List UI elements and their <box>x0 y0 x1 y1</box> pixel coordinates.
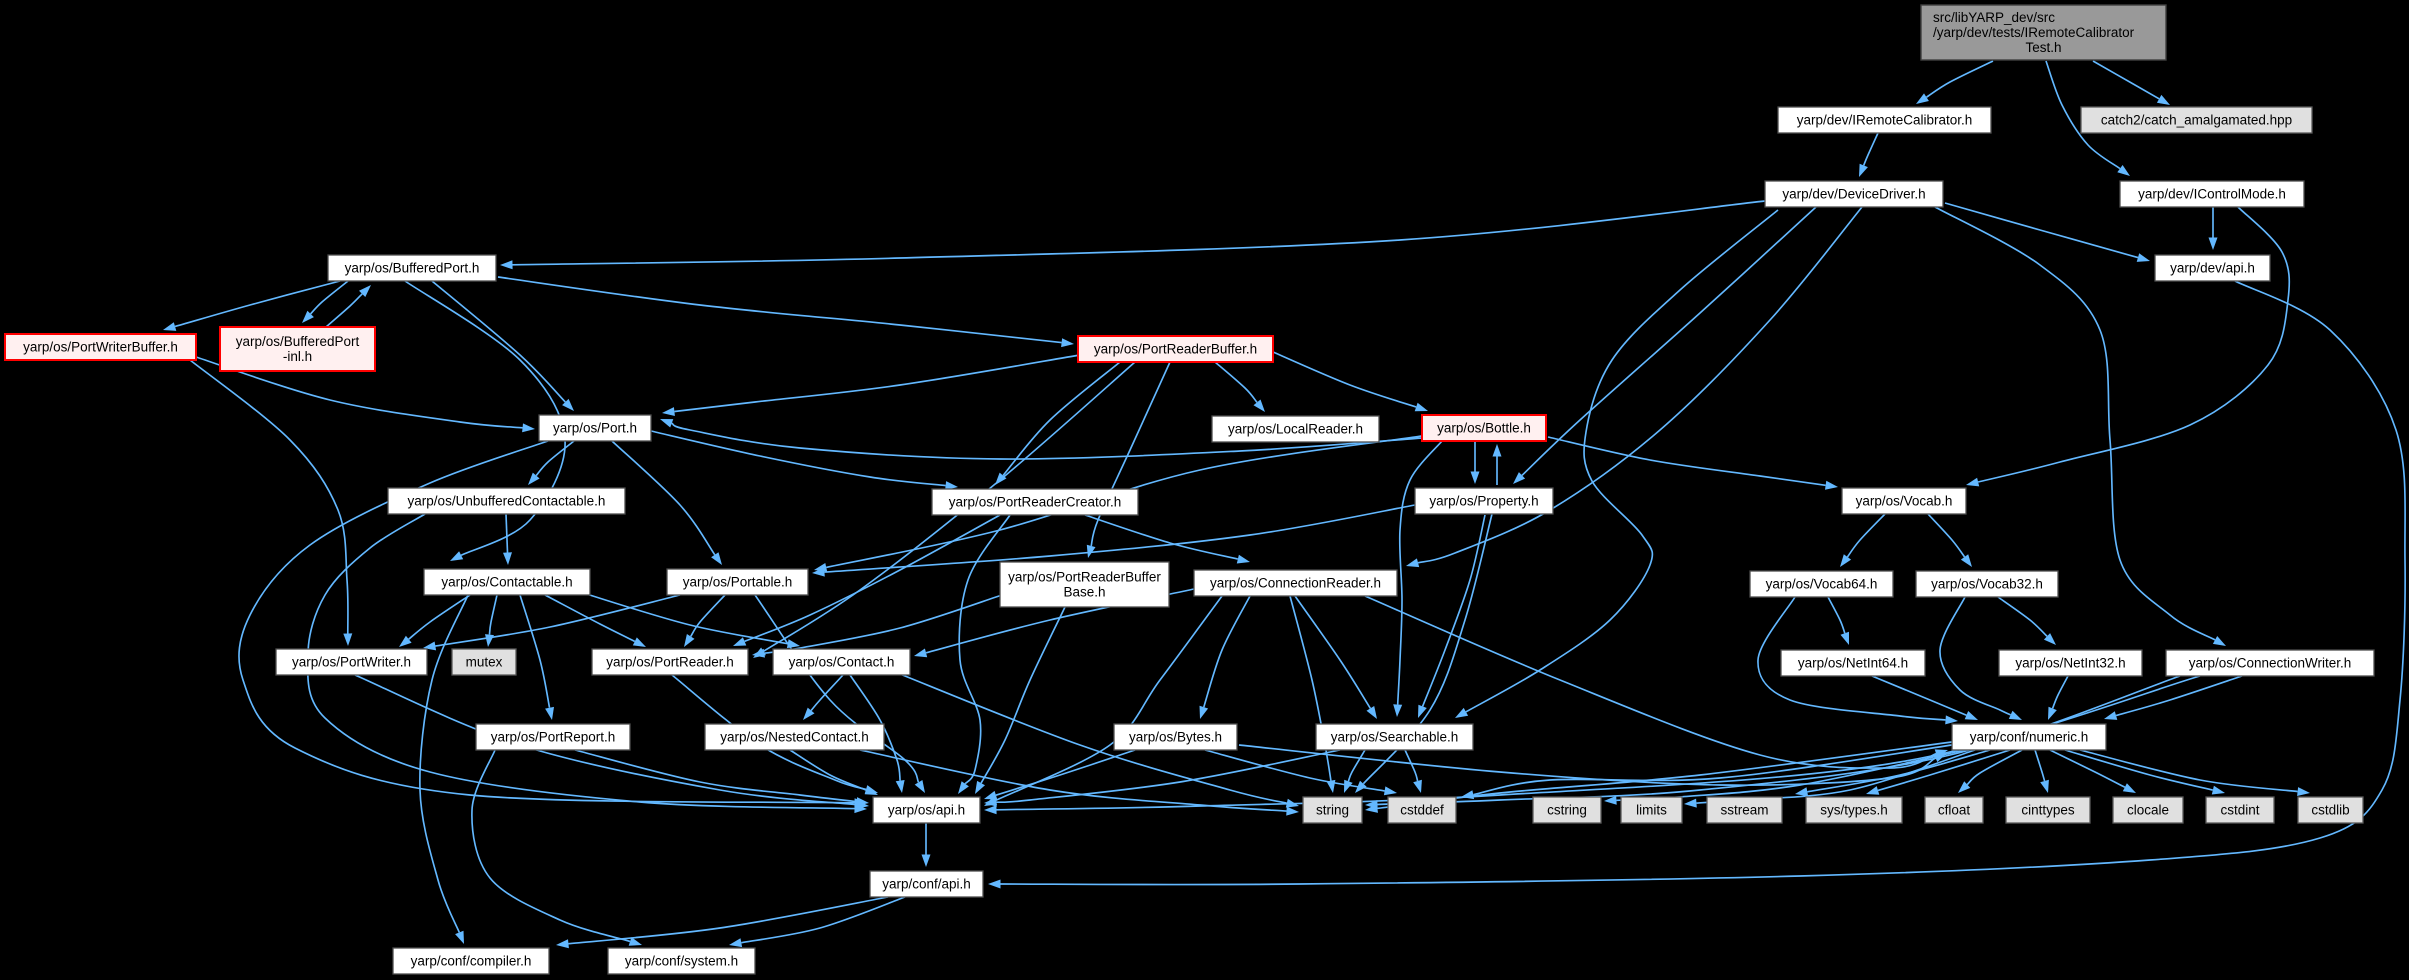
svg-text:yarp/os/NestedContact.h: yarp/os/NestedContact.h <box>720 730 869 745</box>
svg-text:yarp/dev/IRemoteCalibrator.h: yarp/dev/IRemoteCalibrator.h <box>1797 113 1973 128</box>
svg-text:yarp/dev/DeviceDriver.h: yarp/dev/DeviceDriver.h <box>1782 187 1925 202</box>
svg-text:yarp/os/PortWriterBuffer.h: yarp/os/PortWriterBuffer.h <box>23 340 178 355</box>
svg-text:yarp/dev/api.h: yarp/dev/api.h <box>2170 261 2255 276</box>
svg-text:yarp/os/Port.h: yarp/os/Port.h <box>553 421 637 436</box>
svg-text:yarp/os/UnbufferedContactable.: yarp/os/UnbufferedContactable.h <box>408 494 606 509</box>
svg-text:yarp/os/ConnectionWriter.h: yarp/os/ConnectionWriter.h <box>2189 656 2352 671</box>
svg-text:-inl.h: -inl.h <box>283 349 312 364</box>
svg-text:yarp/os/PortWriter.h: yarp/os/PortWriter.h <box>292 655 411 670</box>
svg-text:yarp/os/PortReaderBuffer: yarp/os/PortReaderBuffer <box>1008 570 1161 585</box>
svg-text:mutex: mutex <box>466 655 503 670</box>
svg-text:cinttypes: cinttypes <box>2021 803 2075 818</box>
svg-text:yarp/os/LocalReader.h: yarp/os/LocalReader.h <box>1228 422 1363 437</box>
svg-text:yarp/dev/IControlMode.h: yarp/dev/IControlMode.h <box>2138 187 2286 202</box>
svg-text:yarp/os/Contactable.h: yarp/os/Contactable.h <box>441 575 572 590</box>
svg-text:Test.h: Test.h <box>2025 40 2061 55</box>
svg-text:yarp/conf/numeric.h: yarp/conf/numeric.h <box>1970 730 2089 745</box>
svg-text:yarp/conf/compiler.h: yarp/conf/compiler.h <box>411 954 532 969</box>
svg-text:yarp/os/Property.h: yarp/os/Property.h <box>1429 494 1538 509</box>
svg-text:yarp/os/Bottle.h: yarp/os/Bottle.h <box>1437 421 1531 436</box>
svg-text:cstdlib: cstdlib <box>2311 803 2349 818</box>
svg-text:yarp/os/BufferedPort: yarp/os/BufferedPort <box>236 334 360 349</box>
svg-text:sys/types.h: sys/types.h <box>1820 803 1888 818</box>
svg-text:yarp/os/NetInt64.h: yarp/os/NetInt64.h <box>1798 656 1908 671</box>
svg-text:/yarp/dev/tests/IRemoteCalibra: /yarp/dev/tests/IRemoteCalibrator <box>1933 25 2135 40</box>
svg-text:cfloat: cfloat <box>1938 803 1971 818</box>
svg-text:yarp/conf/system.h: yarp/conf/system.h <box>625 954 738 969</box>
svg-text:yarp/os/PortReaderCreator.h: yarp/os/PortReaderCreator.h <box>949 495 1122 510</box>
svg-text:cstdint: cstdint <box>2220 803 2259 818</box>
svg-text:string: string <box>1316 803 1349 818</box>
svg-text:yarp/os/PortReport.h: yarp/os/PortReport.h <box>491 730 616 745</box>
svg-text:yarp/os/Bytes.h: yarp/os/Bytes.h <box>1129 730 1222 745</box>
svg-text:limits: limits <box>1636 803 1667 818</box>
svg-text:yarp/os/Vocab.h: yarp/os/Vocab.h <box>1856 494 1953 509</box>
svg-text:sstream: sstream <box>1720 803 1768 818</box>
svg-text:yarp/os/Vocab64.h: yarp/os/Vocab64.h <box>1766 577 1878 592</box>
svg-text:catch2/catch_amalgamated.hpp: catch2/catch_amalgamated.hpp <box>2101 113 2292 128</box>
svg-text:yarp/os/api.h: yarp/os/api.h <box>888 803 965 818</box>
svg-text:yarp/os/Vocab32.h: yarp/os/Vocab32.h <box>1931 577 2043 592</box>
svg-text:src/libYARP_dev/src: src/libYARP_dev/src <box>1933 10 2055 25</box>
svg-text:yarp/conf/api.h: yarp/conf/api.h <box>882 877 971 892</box>
svg-text:yarp/os/BufferedPort.h: yarp/os/BufferedPort.h <box>345 261 480 276</box>
svg-text:yarp/os/Contact.h: yarp/os/Contact.h <box>789 655 895 670</box>
svg-text:yarp/os/NetInt32.h: yarp/os/NetInt32.h <box>2015 656 2125 671</box>
svg-text:Base.h: Base.h <box>1063 585 1105 600</box>
svg-text:cstddef: cstddef <box>1400 803 1444 818</box>
svg-text:yarp/os/Portable.h: yarp/os/Portable.h <box>683 575 793 590</box>
svg-text:cstring: cstring <box>1547 803 1587 818</box>
svg-text:yarp/os/PortReaderBuffer.h: yarp/os/PortReaderBuffer.h <box>1094 342 1257 357</box>
svg-text:yarp/os/PortReader.h: yarp/os/PortReader.h <box>606 655 734 670</box>
svg-text:clocale: clocale <box>2127 803 2169 818</box>
svg-text:yarp/os/Searchable.h: yarp/os/Searchable.h <box>1331 730 1459 745</box>
svg-text:yarp/os/ConnectionReader.h: yarp/os/ConnectionReader.h <box>1210 576 1381 591</box>
